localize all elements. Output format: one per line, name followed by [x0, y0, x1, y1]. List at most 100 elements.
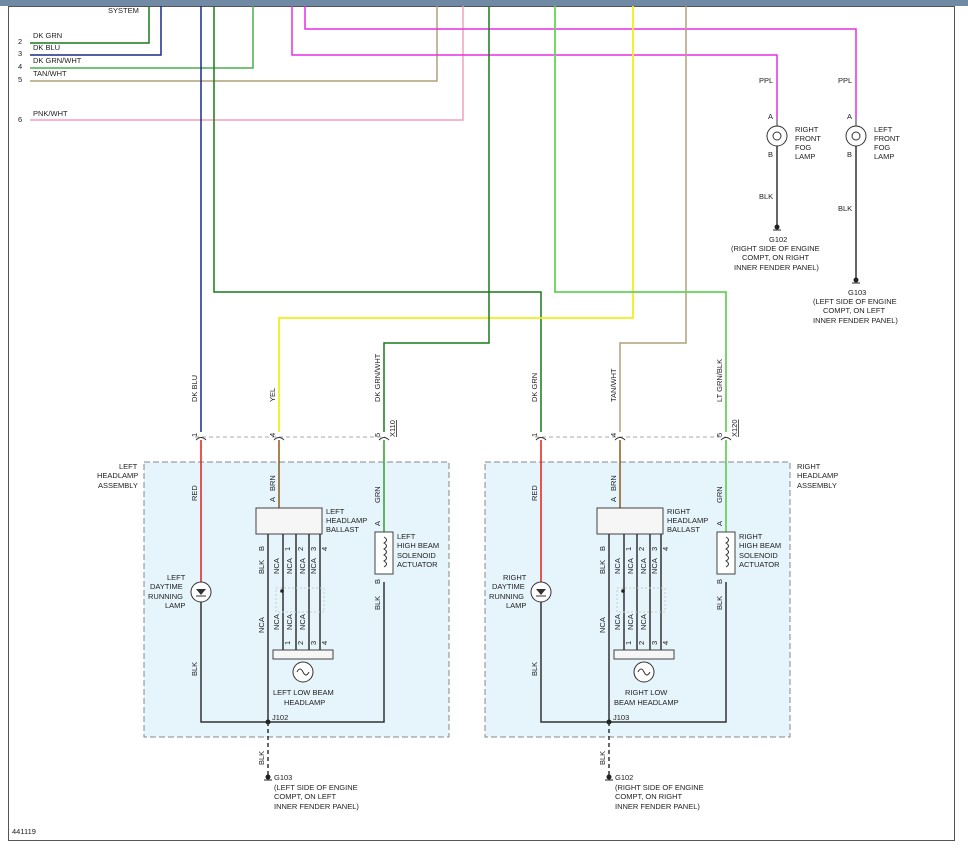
left-ballast-wire-b: BLK: [257, 560, 266, 574]
pin-3-number: 3: [18, 49, 22, 58]
left-ballast-wire-2: NCA: [285, 558, 294, 574]
left-fog-lamp: [845, 119, 867, 284]
left-connector-id: X110: [388, 420, 397, 437]
right-solenoid-box: [716, 531, 736, 575]
left-fog-pin-b: B: [847, 150, 852, 159]
right-ballast-wire-3: NCA: [639, 558, 648, 574]
pin-2-wire-label: DK GRN: [33, 31, 62, 40]
left-ground-desc-2: COMPT, ON LEFT: [274, 792, 337, 801]
left-drl-wire: RED: [190, 485, 199, 501]
left-ballast-pin-4: 4: [320, 547, 329, 551]
right-ballast-name-1: RIGHT: [667, 507, 691, 516]
pin-5-number: 5: [18, 75, 22, 84]
right-drl-lamp: [530, 581, 552, 603]
right-solenoid-name-4: ACTUATOR: [739, 560, 780, 569]
wire-dk-grn-top: [30, 6, 150, 44]
left-ballast-wire-4: NCA: [309, 558, 318, 574]
right-solenoid-name-1: RIGHT: [739, 532, 763, 541]
left-drl-name-3: RUNNING: [148, 592, 183, 601]
wire-dk-grn-wht-main: [383, 6, 490, 432]
left-ballast-pin-b: B: [257, 546, 266, 551]
left-ballast-pin-3: 3: [309, 547, 318, 551]
right-solenoid-b-wire: BLK: [715, 596, 724, 610]
right-fog-ground-desc-3: INNER FENDER PANEL): [734, 263, 819, 272]
right-in-wire-2: TAN/WHT: [609, 368, 618, 402]
left-fog-ground-wire: BLK: [838, 204, 852, 213]
left-lower-pin-3: 3: [309, 641, 318, 645]
left-drl-name-4: LAMP: [165, 601, 185, 610]
left-in-wire-3: DK GRN/WHT: [373, 353, 382, 402]
left-fog-wire-label: PPL: [838, 76, 852, 85]
left-solenoid-name-4: ACTUATOR: [397, 560, 438, 569]
right-assembly-title-3: ASSEMBLY: [797, 481, 837, 490]
left-pin-5: 5: [373, 433, 382, 437]
left-ballast-name-3: BALLAST: [326, 525, 359, 534]
right-ground-wire: BLK: [598, 751, 607, 765]
left-solenoid-name-1: LEFT: [397, 532, 416, 541]
left-solenoid-name-2: HIGH BEAM: [397, 541, 439, 550]
left-assembly-title-1: LEFT: [119, 462, 138, 471]
right-lower-pin-4: 4: [661, 641, 670, 645]
left-headlamp-socket: [272, 649, 334, 660]
left-headlamp-name-1: LEFT LOW BEAM: [273, 688, 334, 697]
left-fog-name-1: LEFT: [874, 125, 893, 134]
right-pin-1: 1: [530, 433, 539, 437]
left-lower-nca-b: NCA: [257, 617, 266, 633]
left-shield-braid: [275, 587, 325, 613]
pin-4-wire-label: DK GRN/WHT: [33, 56, 82, 65]
right-lower-nca-2: NCA: [626, 614, 635, 630]
right-ballast-wire-4: NCA: [650, 558, 659, 574]
left-drl-ground-wire: [200, 582, 385, 723]
wire-lt-grn-blk-main: [554, 6, 727, 432]
pin-3-wire-label: DK BLU: [33, 43, 60, 52]
right-fog-ground-desc-1: (RIGHT SIDE OF ENGINE: [731, 244, 820, 253]
left-fog-ground-desc-3: INNER FENDER PANEL): [813, 316, 898, 325]
left-solenoid-b-wire: BLK: [373, 596, 382, 610]
left-fog-name-2: FRONT: [874, 134, 900, 143]
wire-dk-blu-top: [30, 6, 162, 56]
right-ground-desc-2: COMPT, ON RIGHT: [615, 792, 683, 801]
right-ballast-wire-b: BLK: [598, 560, 607, 574]
left-lower-nca-3: NCA: [298, 614, 307, 630]
right-ballast-pin-a: A: [609, 497, 618, 502]
left-headlamp-name-2: HEADLAMP: [284, 698, 325, 707]
pin-5-wire-label: TAN/WHT: [33, 69, 67, 78]
left-solenoid-b-pin: B: [373, 579, 382, 584]
left-fog-name-3: FOG: [874, 143, 890, 152]
left-ballast-name-2: HEADLAMP: [326, 516, 367, 525]
right-in-wire-3: LT GRN/BLK: [715, 359, 724, 402]
right-ballast-box: [596, 507, 664, 535]
system-label: SYSTEM: [108, 6, 139, 15]
window-top-bar: [0, 0, 968, 6]
right-lower-nca-b: NCA: [598, 617, 607, 633]
wire-dk-grn-wht-top: [30, 6, 254, 69]
left-lower-nca-2: NCA: [285, 614, 294, 630]
right-solenoid-name-2: HIGH BEAM: [739, 541, 781, 550]
right-drl-name-2: DAYTIME: [492, 582, 525, 591]
right-fog-lamp: [766, 119, 788, 231]
right-headlamp-socket: [613, 649, 675, 660]
right-fog-ground-desc-2: COMPT, ON RIGHT: [742, 253, 810, 262]
right-drl-wire: RED: [530, 485, 539, 501]
right-drl-ground-wire: [540, 582, 727, 723]
left-assembly-title-2: HEADLAMP: [97, 471, 138, 480]
right-solenoid-name-3: SOLENOID: [739, 551, 778, 560]
right-fog-ground-id: G102: [769, 235, 787, 244]
left-drl-blk-label: BLK: [190, 662, 199, 676]
left-fog-ground-desc-1: (LEFT SIDE OF ENGINE: [813, 297, 897, 306]
right-headlamp-name-2: BEAM HEADLAMP: [614, 698, 679, 707]
left-fog-name-4: LAMP: [874, 152, 894, 161]
right-solenoid-pin-a: A: [715, 521, 724, 526]
right-lower-pin-2: 2: [637, 641, 646, 645]
right-lower-nca-3: NCA: [639, 614, 648, 630]
right-ground-desc-1: (RIGHT SIDE OF ENGINE: [615, 783, 704, 792]
left-ground-id: G103: [274, 773, 292, 782]
right-fog-name-1: RIGHT: [795, 125, 819, 134]
right-lower-pin-1: 1: [624, 641, 633, 645]
left-assembly-title-3: ASSEMBLY: [98, 481, 138, 490]
left-solenoid-box: [374, 531, 394, 575]
right-assembly-title-2: HEADLAMP: [797, 471, 838, 480]
right-ballast-pin-1: 1: [624, 547, 633, 551]
right-connector-id: X120: [730, 419, 739, 437]
